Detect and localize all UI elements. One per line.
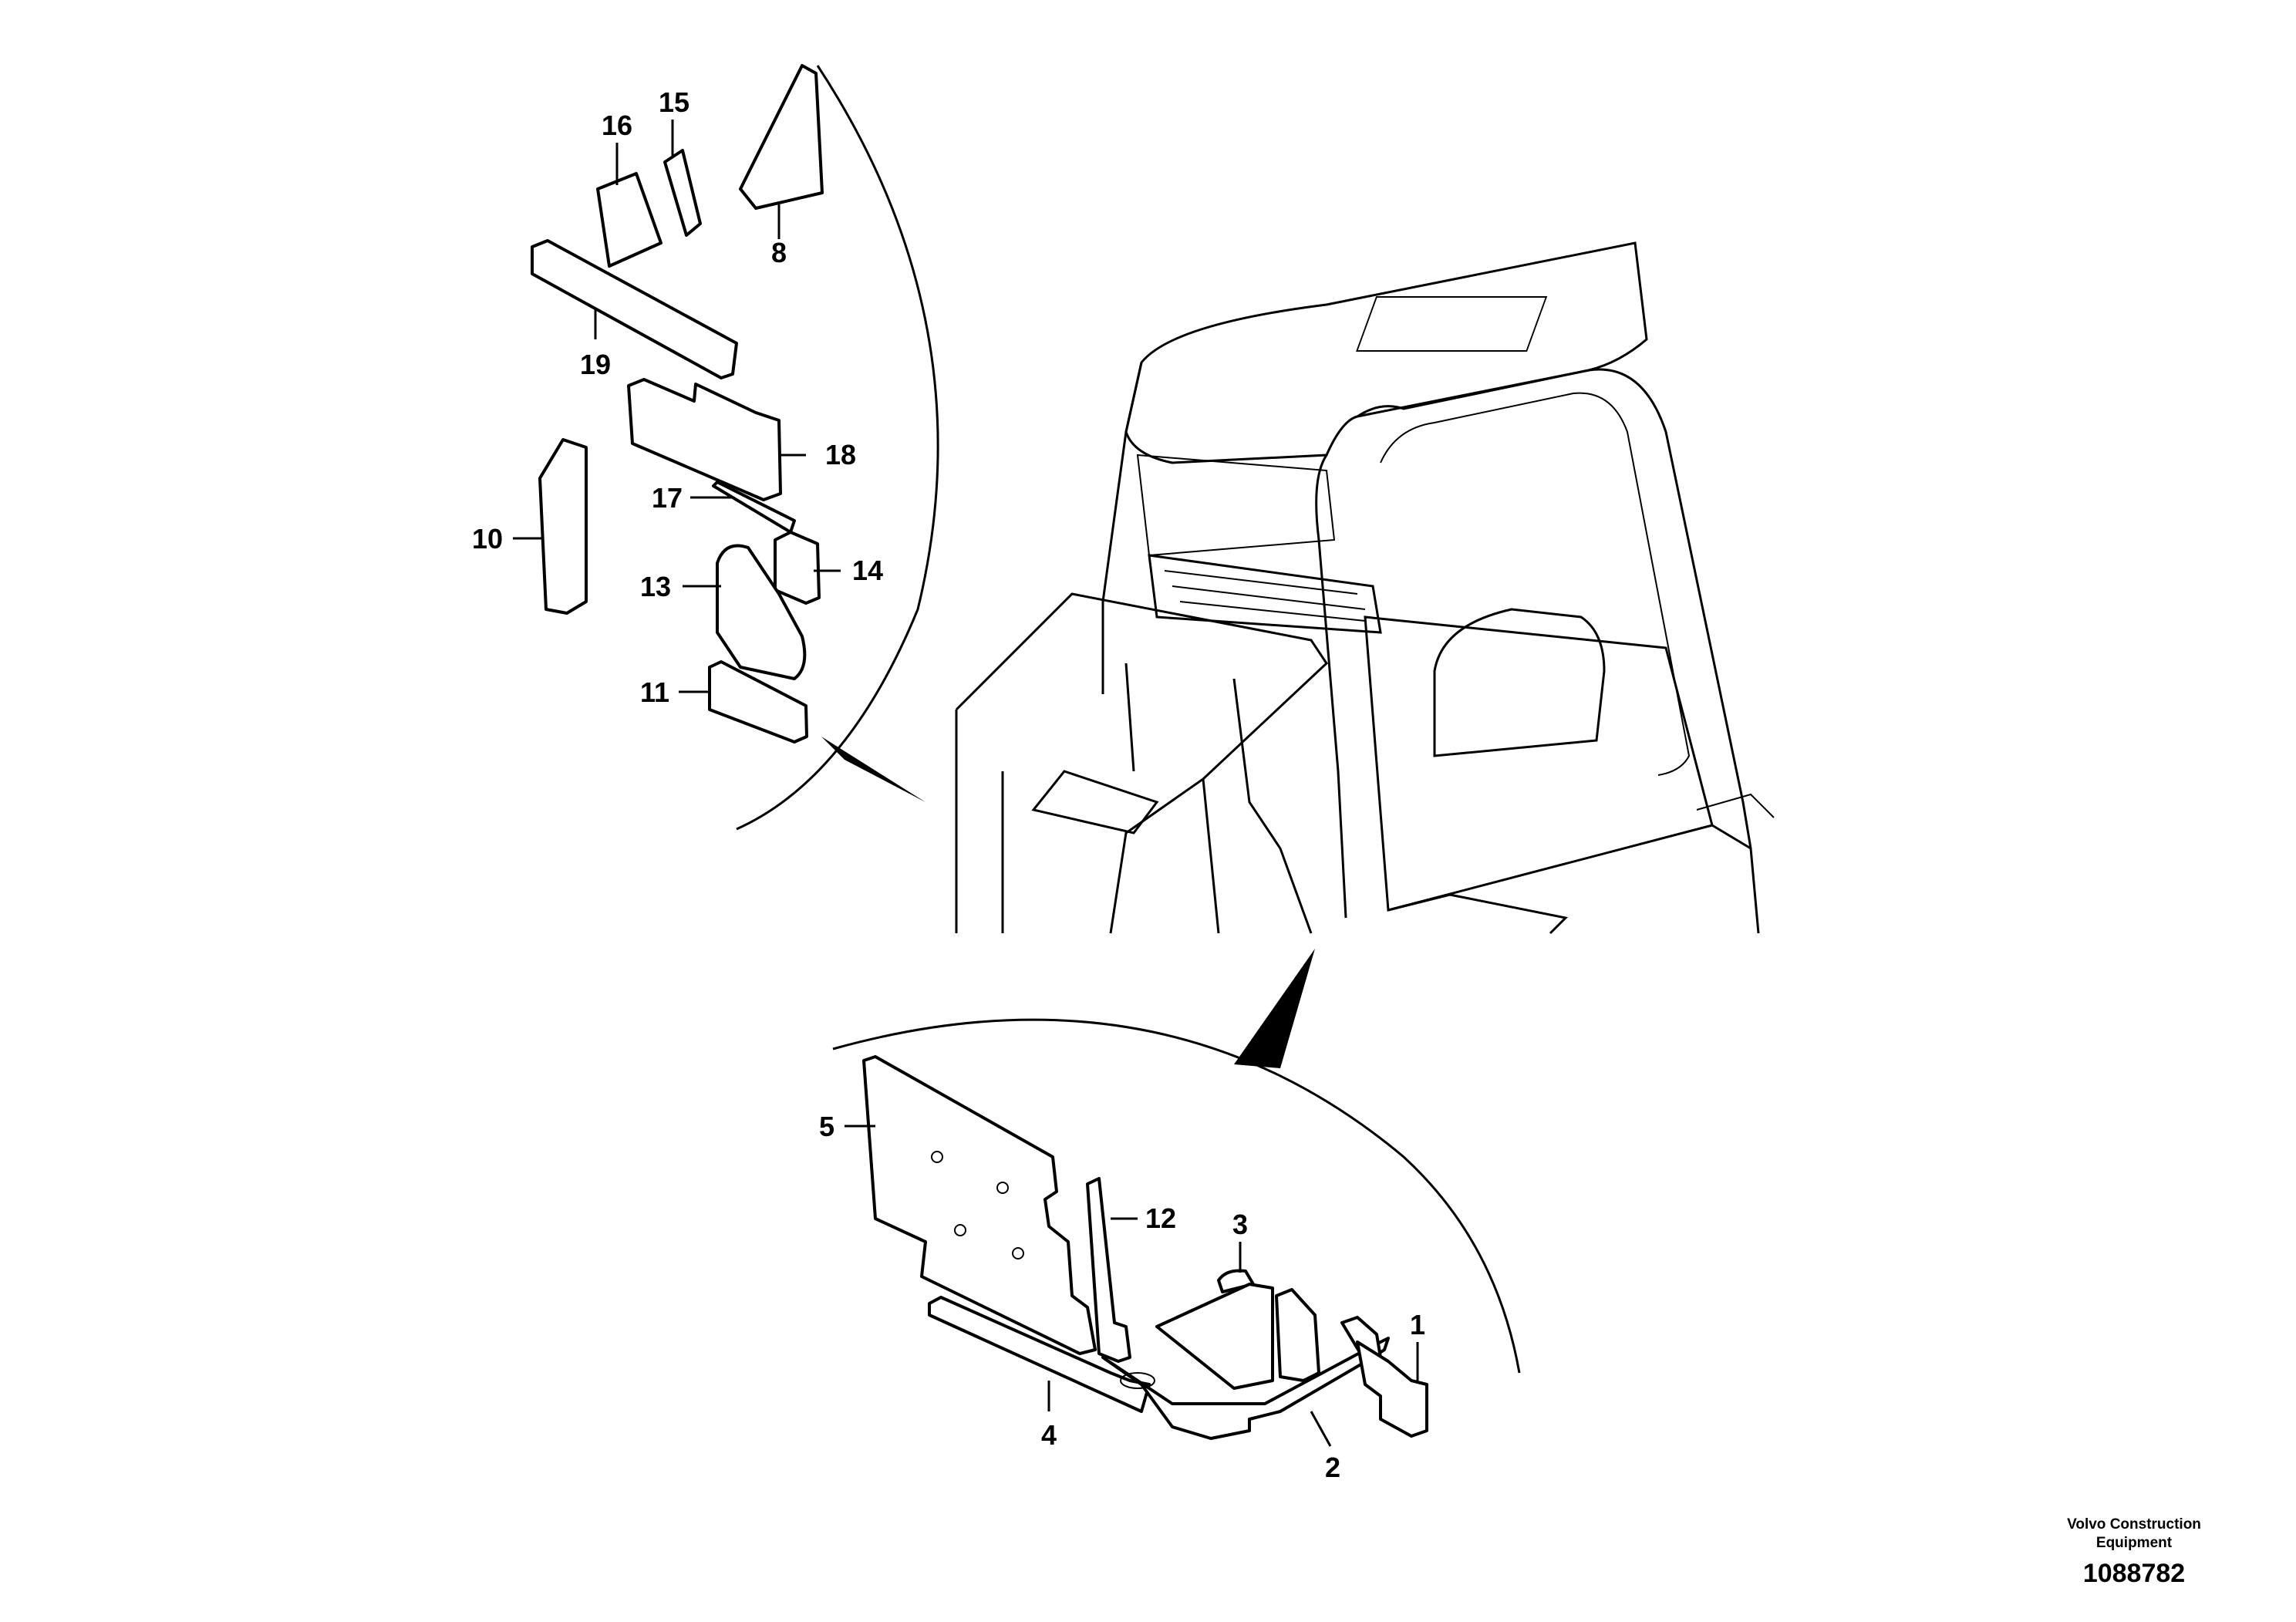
part-2 xyxy=(1101,1337,1390,1440)
detail-arrow-bottom xyxy=(1234,949,1315,1068)
callout-5: 5 xyxy=(819,1111,834,1142)
part-8 xyxy=(739,64,824,210)
part-13 xyxy=(716,544,807,680)
callout-13: 13 xyxy=(640,571,671,602)
callout-4: 4 xyxy=(1041,1419,1057,1451)
callout-14: 15 xyxy=(659,86,689,118)
part-11 xyxy=(538,438,588,615)
company-name-line2: Equipment xyxy=(2095,1535,2173,1551)
part-16 xyxy=(596,172,663,268)
part-19 xyxy=(531,239,738,379)
part-18 xyxy=(627,378,782,501)
callout-19: 19 xyxy=(580,349,611,380)
callout-15: 14 xyxy=(852,555,883,586)
detail-arrow-top xyxy=(821,737,925,802)
callout-17: 17 xyxy=(652,482,683,514)
footer-block: Volvo Construction Equipment 1088782 xyxy=(2034,1516,2234,1589)
part-5 xyxy=(862,1055,1097,1355)
detail-arc-bottom xyxy=(832,1018,1521,1374)
part-1 xyxy=(1356,1340,1428,1438)
callout-3: 3 xyxy=(1232,1209,1248,1240)
part-3 xyxy=(1217,1269,1255,1293)
detail-arc-top xyxy=(736,65,939,831)
callout-10: 12 xyxy=(1145,1202,1176,1234)
cab-illustration xyxy=(955,241,1775,935)
callout-11: 10 xyxy=(472,523,503,555)
company-name-line1: Volvo Construction xyxy=(2067,1516,2201,1533)
part-17 xyxy=(712,481,796,534)
part-10 xyxy=(1086,1177,1131,1363)
part-15 xyxy=(774,531,821,605)
part-14 xyxy=(663,149,702,237)
part-12 xyxy=(708,660,808,744)
callout-2: 2 xyxy=(1325,1452,1340,1483)
callout-18: 18 xyxy=(825,439,856,470)
document-number: 1088782 xyxy=(2082,1559,2186,1588)
callout-12: 11 xyxy=(640,676,669,708)
callout-8: 8 xyxy=(771,237,787,268)
callout-1: 1 xyxy=(1410,1309,1425,1340)
callout-16: 16 xyxy=(602,110,632,141)
